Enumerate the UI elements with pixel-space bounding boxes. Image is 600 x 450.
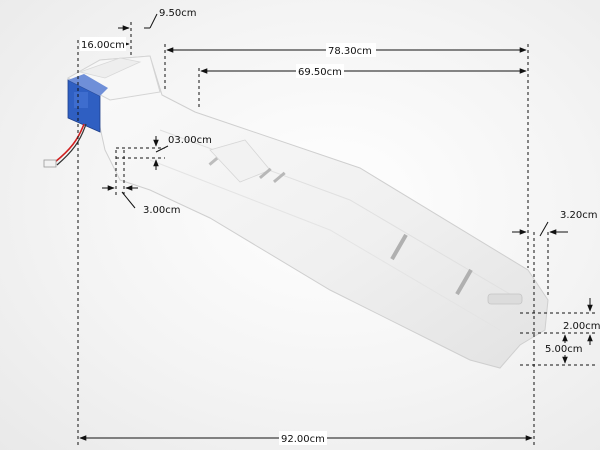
wire-connector [43, 123, 87, 168]
dimension-labels: 92.00cm 78.30cm 69.50cm 16.00cm 9.50cm 0… [80, 8, 600, 445]
label-right-height-small: 2.00cm [563, 321, 600, 332]
label-top-offset: 9.50cm [159, 8, 197, 19]
label-left-width: 16.00cm [81, 40, 125, 51]
label-right-height-large: 5.00cm [545, 344, 583, 355]
label-total-length: 92.00cm [281, 434, 325, 445]
slot-marks [208, 157, 523, 305]
label-upper-length: 78.30cm [328, 46, 372, 57]
extension-lines [77, 22, 598, 445]
label-bottom-offset: 3.00cm [143, 205, 181, 216]
label-inner-length: 69.50cm [298, 67, 342, 78]
refrigerator-panel-product [43, 55, 549, 369]
label-right-offset: 3.20cm [560, 210, 598, 221]
label-drop-height: 03.00cm [168, 135, 212, 146]
battery-module [67, 74, 108, 133]
